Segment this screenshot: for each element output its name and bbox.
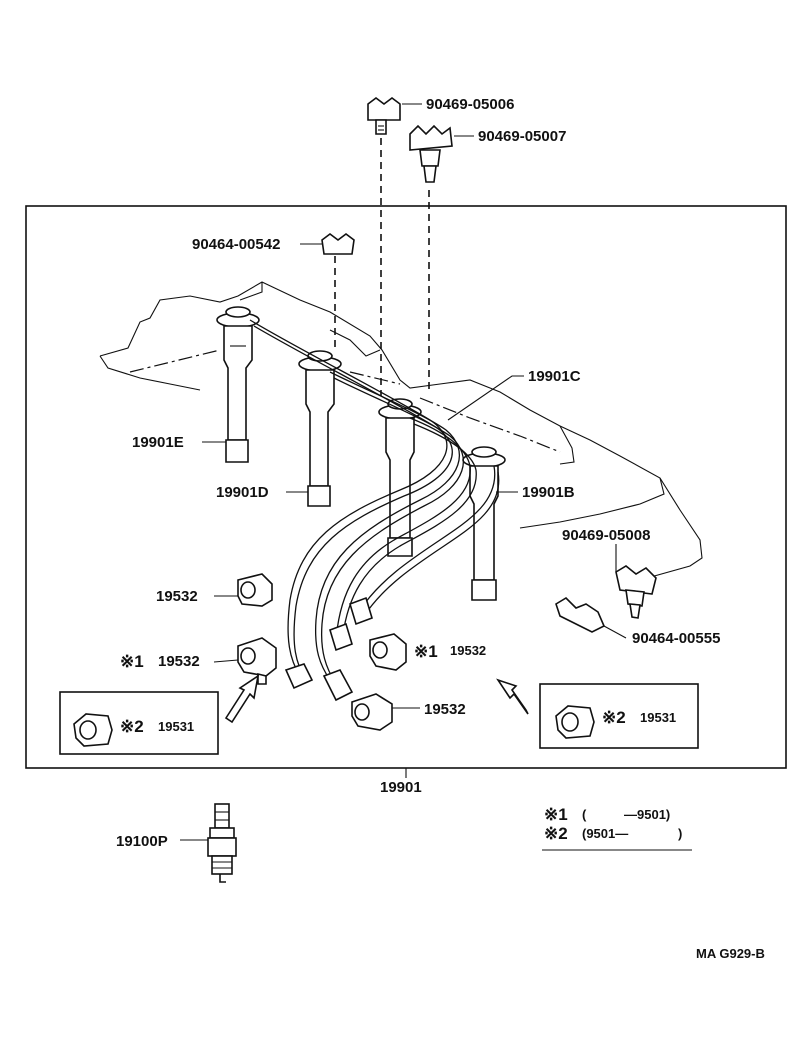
figure-code: MA G929-B [696, 946, 765, 961]
label-19901B: 19901B [522, 484, 575, 501]
label-19531-right: 19531 [640, 710, 676, 725]
label-19532-mid-right: 19532 [450, 643, 486, 658]
label-19532-upper-left: 19532 [156, 588, 198, 605]
arrow-left [224, 674, 260, 724]
legend-1-open: ( [582, 807, 587, 822]
cord-19901C-tube [378, 398, 422, 557]
holder-19532-mid-right [369, 633, 407, 671]
clamp-90469-05006 [367, 97, 401, 135]
cord-19901B-tube [462, 446, 506, 601]
clamp-90469-05008 [615, 565, 657, 619]
label-90464-00555: 90464-00555 [632, 630, 720, 647]
holder-19531-left [73, 713, 113, 747]
label-90469-05006: 90469-05006 [426, 96, 514, 113]
cord-19901E-tube [216, 306, 260, 463]
label-19901C: 19901C [528, 368, 581, 385]
label-90469-05007: 90469-05007 [478, 128, 566, 145]
clamp-90469-05007 [409, 124, 453, 183]
engine-head-outline [99, 281, 703, 581]
legend-2-range: (9501— [582, 826, 628, 841]
label-19532-mid-left: 19532 [158, 653, 200, 670]
label-19901-assembly: 19901 [380, 779, 422, 796]
inset-box-right [539, 683, 699, 749]
legend-2-close: ) [678, 826, 682, 841]
legend: ※1 ( —9501) ※2 (9501— ) [544, 805, 682, 843]
mark1-right: ※1 [414, 642, 438, 661]
cord-19901D-tube [298, 350, 342, 507]
clamp-90464-00542 [321, 233, 355, 255]
legend-mark1: ※1 [544, 805, 568, 824]
label-90464-00542: 90464-00542 [192, 236, 280, 253]
label-19532-bottom: 19532 [424, 701, 466, 718]
clamp-90464-00555 [555, 596, 606, 633]
label-90469-05008: 90469-05008 [562, 527, 650, 544]
label-19531-left: 19531 [158, 719, 194, 734]
holder-19532-mid-left [237, 637, 277, 685]
mark2-right: ※2 [602, 708, 626, 727]
arrow-right [496, 678, 529, 715]
legend-1-range: —9501) [624, 807, 670, 822]
legend-mark2: ※2 [544, 824, 568, 843]
holder-19532-upper-left [237, 573, 273, 607]
mark1-left: ※1 [120, 652, 144, 671]
mark2-left: ※2 [120, 717, 144, 736]
label-19901E: 19901E [132, 434, 184, 451]
holder-19532-bottom [351, 693, 393, 731]
inset-box-left [59, 691, 219, 755]
label-19901D: 19901D [216, 484, 269, 501]
leader-lines [180, 103, 692, 851]
cord-wire-bundle [249, 319, 500, 702]
spark-plug-19100P [207, 803, 237, 883]
label-19100P: 19100P [116, 833, 168, 850]
holder-19531-right [555, 705, 595, 739]
